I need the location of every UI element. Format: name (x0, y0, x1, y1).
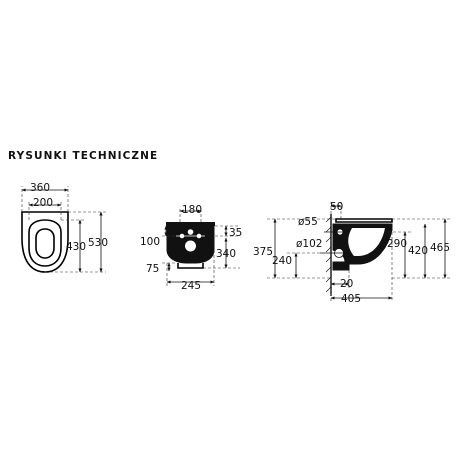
front-view-top-edge (166, 222, 215, 226)
front-view-top-width-label: 180 (182, 204, 202, 216)
top-view-inner-rim (28, 219, 62, 267)
front-view-right-offset-label: 35 (229, 227, 242, 239)
side-view-inlet-label: ø55 (298, 216, 318, 228)
front-view-outlet-hole (185, 240, 196, 252)
front-view: 180 100 75 245 35 340 (140, 204, 242, 292)
side-view-left-outer-height-label: 375 (253, 246, 273, 258)
side-view-left-inner-height-label: 240 (272, 255, 292, 267)
side-view-top-offset-label: 50 (330, 201, 343, 213)
front-view-bottom-offset-label: 75 (146, 263, 159, 275)
side-view-outlet-label: ø102 (296, 238, 322, 250)
side-view-right-height-3-label: 465 (430, 242, 450, 254)
side-view-bottom-offset-label: 20 (340, 278, 353, 290)
top-view: 360 200 430 530 (21, 182, 108, 273)
front-view-height-label: 340 (216, 248, 236, 260)
side-view-right-height-2-label: 420 (408, 245, 428, 257)
top-view-inner-length-label: 430 (66, 241, 86, 253)
front-view-left-offset-label: 100 (140, 236, 160, 248)
top-view-bowl-opening (35, 228, 55, 259)
drawing-title: RYSUNKI TECHNICZNE (8, 150, 159, 162)
side-view-seat (335, 218, 393, 223)
front-view-bottom-width-label: 245 (181, 280, 201, 292)
front-view-inlet-hole (187, 229, 194, 235)
top-view-inner-width-label: 200 (33, 197, 53, 209)
top-view-outer-width-label: 360 (30, 182, 50, 194)
top-view-outer-length-label: 530 (88, 237, 108, 249)
side-view-right-height-1-label: 290 (387, 238, 407, 250)
side-view: 50 ø55 ø102 375 240 20 405 290 420 465 (253, 201, 450, 305)
side-view-depth-label: 405 (341, 293, 361, 305)
